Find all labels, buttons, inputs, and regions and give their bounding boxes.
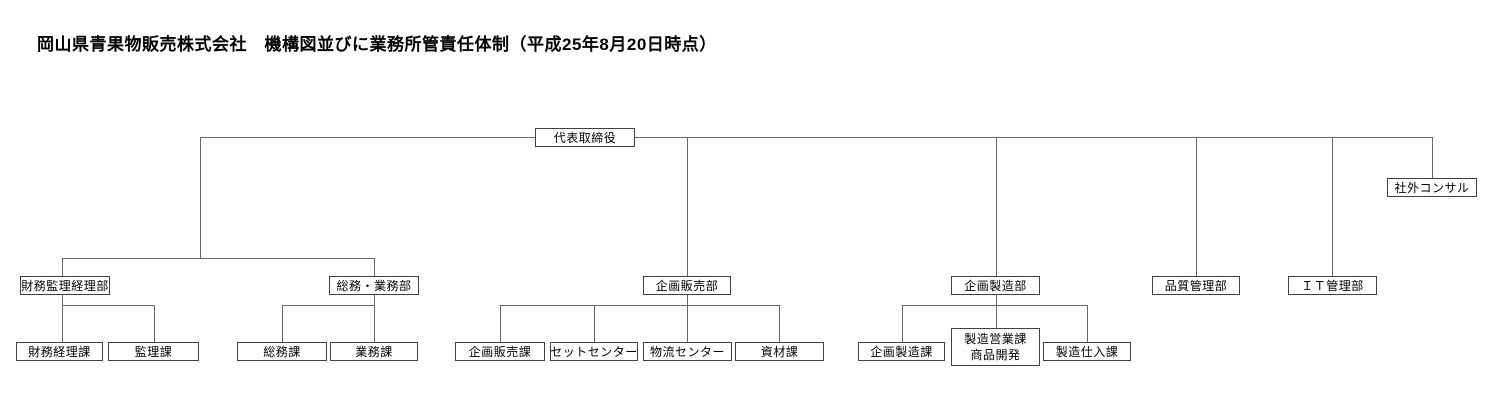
connector bbox=[500, 305, 780, 306]
connector bbox=[62, 305, 154, 306]
connector bbox=[62, 258, 63, 276]
node-sec-manufacturing-sales-product-dev: 製造営業課 商品開発 bbox=[951, 328, 1040, 366]
chart-title: 岡山県青果物販売株式会社 機構図並びに業務所管責任体制（平成25年8月20日時点… bbox=[37, 35, 717, 54]
node-sec-logistics-center: 物流センター bbox=[643, 342, 732, 361]
node-sec-general-affairs: 総務課 bbox=[237, 342, 327, 361]
node-sec-set-center: セットセンター bbox=[550, 342, 638, 361]
connector bbox=[687, 295, 688, 342]
connector bbox=[500, 305, 501, 342]
connector bbox=[996, 137, 997, 276]
node-dept-general-affairs-operations: 総務・業務部 bbox=[329, 276, 419, 295]
node-dept-planning-sales: 企画販売部 bbox=[643, 276, 731, 295]
connector bbox=[282, 305, 375, 306]
node-dept-quality-control: 品質管理部 bbox=[1152, 276, 1240, 295]
connector bbox=[62, 258, 375, 259]
connector bbox=[200, 137, 1432, 138]
connector bbox=[902, 305, 1087, 306]
connector bbox=[200, 137, 201, 258]
connector bbox=[1087, 305, 1088, 342]
node-sec-operations: 業務課 bbox=[330, 342, 418, 361]
connector bbox=[996, 295, 997, 328]
connector bbox=[374, 258, 375, 276]
node-sec-finance-accounting: 財務経理課 bbox=[16, 342, 103, 361]
node-label-line: 製造営業課 bbox=[964, 332, 1027, 346]
node-sec-materials: 資材課 bbox=[735, 342, 824, 361]
node-external-consultant: 社外コンサル bbox=[1387, 178, 1477, 197]
node-sec-manufacturing-purchasing: 製造仕入課 bbox=[1043, 342, 1131, 361]
connector bbox=[1432, 137, 1433, 178]
node-dept-it-management: ＩＴ管理部 bbox=[1288, 276, 1377, 295]
node-sec-audit: 監理課 bbox=[108, 342, 199, 361]
connector bbox=[1196, 137, 1197, 276]
node-sec-planning-sales: 企画販売課 bbox=[455, 342, 545, 361]
connector bbox=[374, 295, 375, 342]
connector bbox=[282, 305, 283, 342]
connector bbox=[687, 137, 688, 276]
connector bbox=[594, 305, 595, 342]
node-label-line: 商品開発 bbox=[970, 348, 1021, 362]
node-dept-finance-audit-accounting: 財務監理経理部 bbox=[20, 276, 110, 295]
node-sec-planning-manufacturing: 企画製造課 bbox=[858, 342, 945, 361]
connector bbox=[779, 305, 780, 342]
connector bbox=[902, 305, 903, 342]
connector bbox=[154, 305, 155, 342]
connector bbox=[1332, 137, 1333, 276]
node-representative-director: 代表取締役 bbox=[535, 128, 635, 147]
node-dept-planning-manufacturing: 企画製造部 bbox=[951, 276, 1040, 295]
connector bbox=[62, 295, 63, 342]
